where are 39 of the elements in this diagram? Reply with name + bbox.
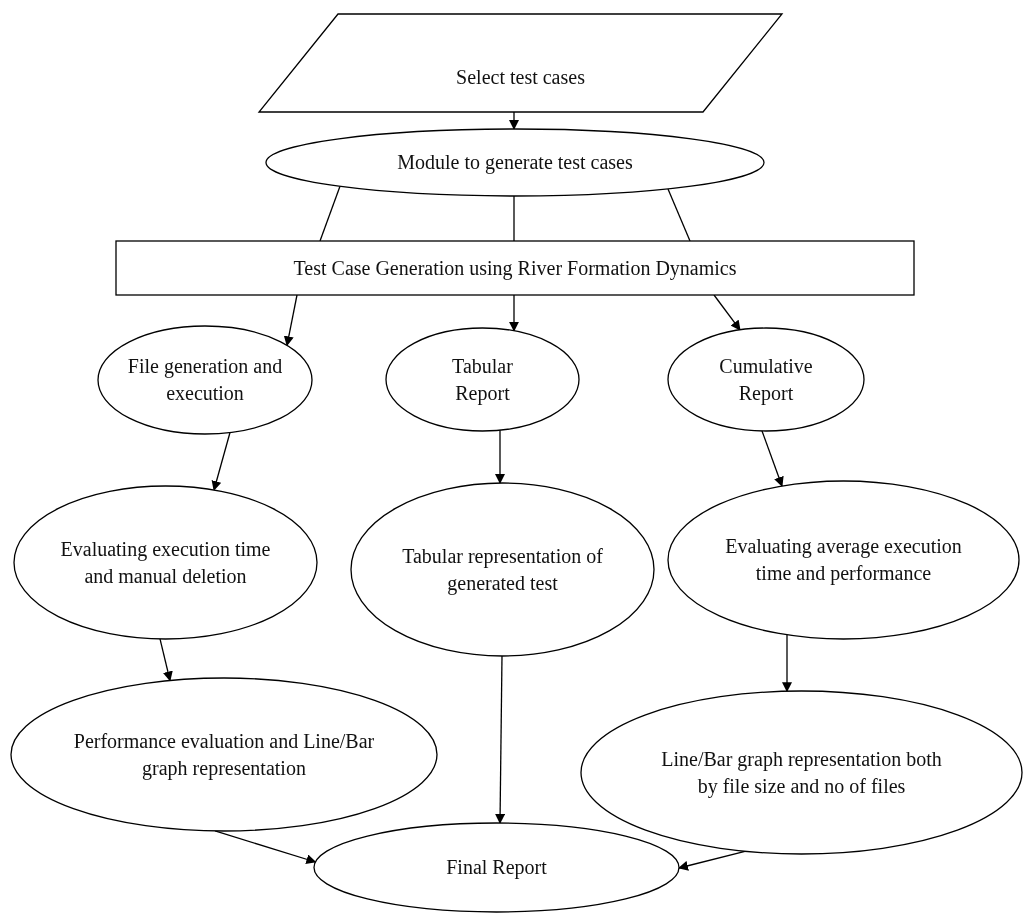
arrow xyxy=(678,850,746,871)
arrow xyxy=(509,294,519,332)
arrow xyxy=(713,294,741,331)
connector-line xyxy=(513,195,515,242)
node-label: Performance evaluation and Line/Bar graph representation xyxy=(72,728,376,782)
node-label: Cumulative Report xyxy=(718,353,814,407)
connector-line xyxy=(319,185,341,242)
process-ellipse xyxy=(265,128,765,197)
arrow xyxy=(495,429,505,484)
node-label: Evaluating execution time and manual deletion xyxy=(59,536,272,589)
input-parallelogram xyxy=(258,13,783,113)
node-label: Tabular representation of generated test xyxy=(401,543,604,597)
node-label: Tabular Report xyxy=(451,353,514,407)
arrow xyxy=(509,111,519,130)
process-ellipse xyxy=(580,690,1023,855)
process-ellipse xyxy=(350,482,655,657)
process-ellipse xyxy=(313,822,680,913)
arrow xyxy=(211,431,231,491)
node-label: Evaluating average execution time and performance xyxy=(724,534,963,587)
arrow xyxy=(782,634,792,693)
process-ellipse xyxy=(667,480,1020,640)
node-label: Module to generate test cases xyxy=(397,150,633,176)
arrow xyxy=(761,430,784,487)
node-label: Test Case Generation using River Formation Dynamics xyxy=(293,255,737,282)
arrow xyxy=(159,638,173,682)
process-box xyxy=(115,240,915,296)
arrow xyxy=(214,830,317,865)
process-ellipse xyxy=(97,325,313,435)
arrow xyxy=(283,294,298,347)
node-label: Select test cases xyxy=(456,65,585,90)
process-ellipse xyxy=(10,677,438,832)
arrow xyxy=(495,655,506,824)
process-ellipse xyxy=(385,327,580,432)
node-label: Final Report xyxy=(446,855,547,881)
process-ellipse xyxy=(667,327,865,432)
node-label: Line/Bar graph representation both by file size and no of files xyxy=(660,746,943,800)
connector-line xyxy=(667,188,691,242)
node-label: File generation and execution xyxy=(126,354,284,406)
process-ellipse xyxy=(13,485,318,640)
